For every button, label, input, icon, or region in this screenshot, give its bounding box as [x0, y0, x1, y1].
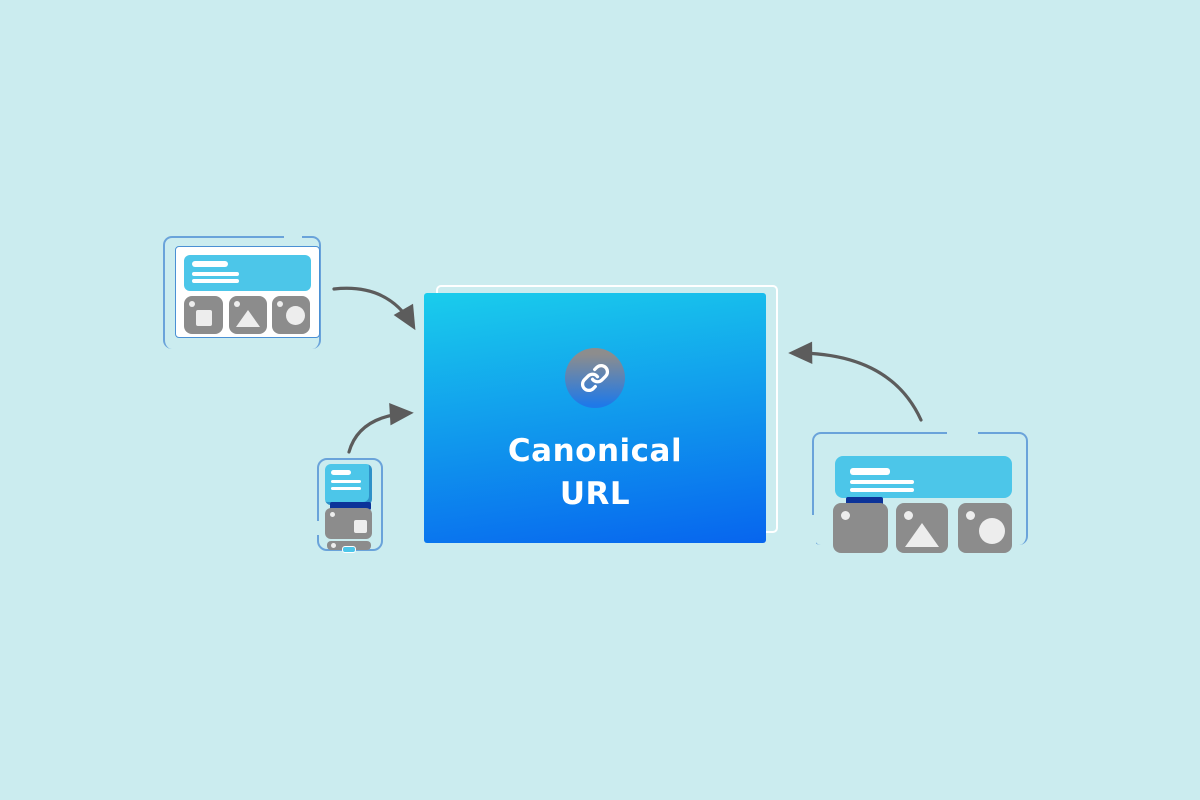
- text-placeholder-line: [850, 480, 914, 484]
- text-placeholder-line: [331, 487, 361, 490]
- desktop-right-outline-gap: [947, 427, 978, 439]
- mobile-content-block: [325, 508, 372, 539]
- arrow-mobile-to-canonical: [347, 402, 414, 454]
- desktop-right-outline-cut: [806, 515, 816, 551]
- image-thumbnail-circle: [272, 296, 310, 334]
- text-placeholder-line: [192, 279, 239, 283]
- text-placeholder-line: [331, 480, 361, 483]
- canonical-title: Canonical URL: [508, 430, 682, 516]
- text-placeholder-line: [850, 488, 914, 492]
- mobile-header-block: [325, 464, 372, 505]
- image-thumbnail-blank: [833, 503, 888, 553]
- mobile-navy-accent-bar: [330, 502, 371, 510]
- text-placeholder-line: [850, 468, 890, 475]
- desktop-left-header-block: [184, 255, 311, 291]
- triangle-shape-icon: [905, 523, 939, 547]
- square-shape-icon: [354, 520, 367, 533]
- thumbnail-dot: [277, 301, 283, 307]
- desktop-left-outline-gap: [284, 231, 302, 242]
- thumbnail-dot: [234, 301, 240, 307]
- text-placeholder-line: [192, 272, 239, 276]
- link-icon: [581, 364, 609, 392]
- image-thumbnail-square: [184, 296, 223, 334]
- thumbnail-dot: [966, 511, 975, 520]
- desktop-right-header-block: [835, 456, 1012, 498]
- thumbnail-dot: [330, 512, 335, 517]
- canonical-title-line1: Canonical: [507, 433, 683, 469]
- image-thumbnail-triangle: [229, 296, 267, 334]
- image-thumbnail-circle: [958, 503, 1012, 553]
- thumbnail-dot: [331, 543, 336, 548]
- link-icon-circle: [565, 348, 625, 408]
- triangle-shape-icon: [236, 310, 260, 327]
- circle-shape-icon: [979, 518, 1005, 544]
- mobile-footer-bar: [327, 541, 371, 550]
- text-placeholder-line: [331, 470, 351, 475]
- canonical-card: Canonical URL: [424, 293, 766, 543]
- mobile-home-button: [342, 546, 356, 553]
- desktop-left-ghost-outline: [163, 236, 321, 349]
- canonical-title-line2: URL: [559, 476, 631, 512]
- arrow-desktop-right-to-canonical: [788, 341, 923, 422]
- arrow-desktop-left-to-canonical: [332, 286, 416, 331]
- circle-shape-icon: [286, 306, 305, 325]
- text-placeholder-line: [192, 261, 228, 267]
- desktop-right-ghost-outline: [812, 432, 1028, 545]
- desktop-right-navy-accent-bar: [846, 497, 883, 506]
- desktop-left-page-card: [175, 246, 320, 338]
- image-thumbnail-triangle: [896, 503, 948, 553]
- square-shape-icon: [196, 310, 212, 326]
- thumbnail-dot: [904, 511, 913, 520]
- thumbnail-dot: [841, 511, 850, 520]
- thumbnail-dot: [189, 301, 195, 307]
- mobile-outline-gap: [313, 521, 321, 535]
